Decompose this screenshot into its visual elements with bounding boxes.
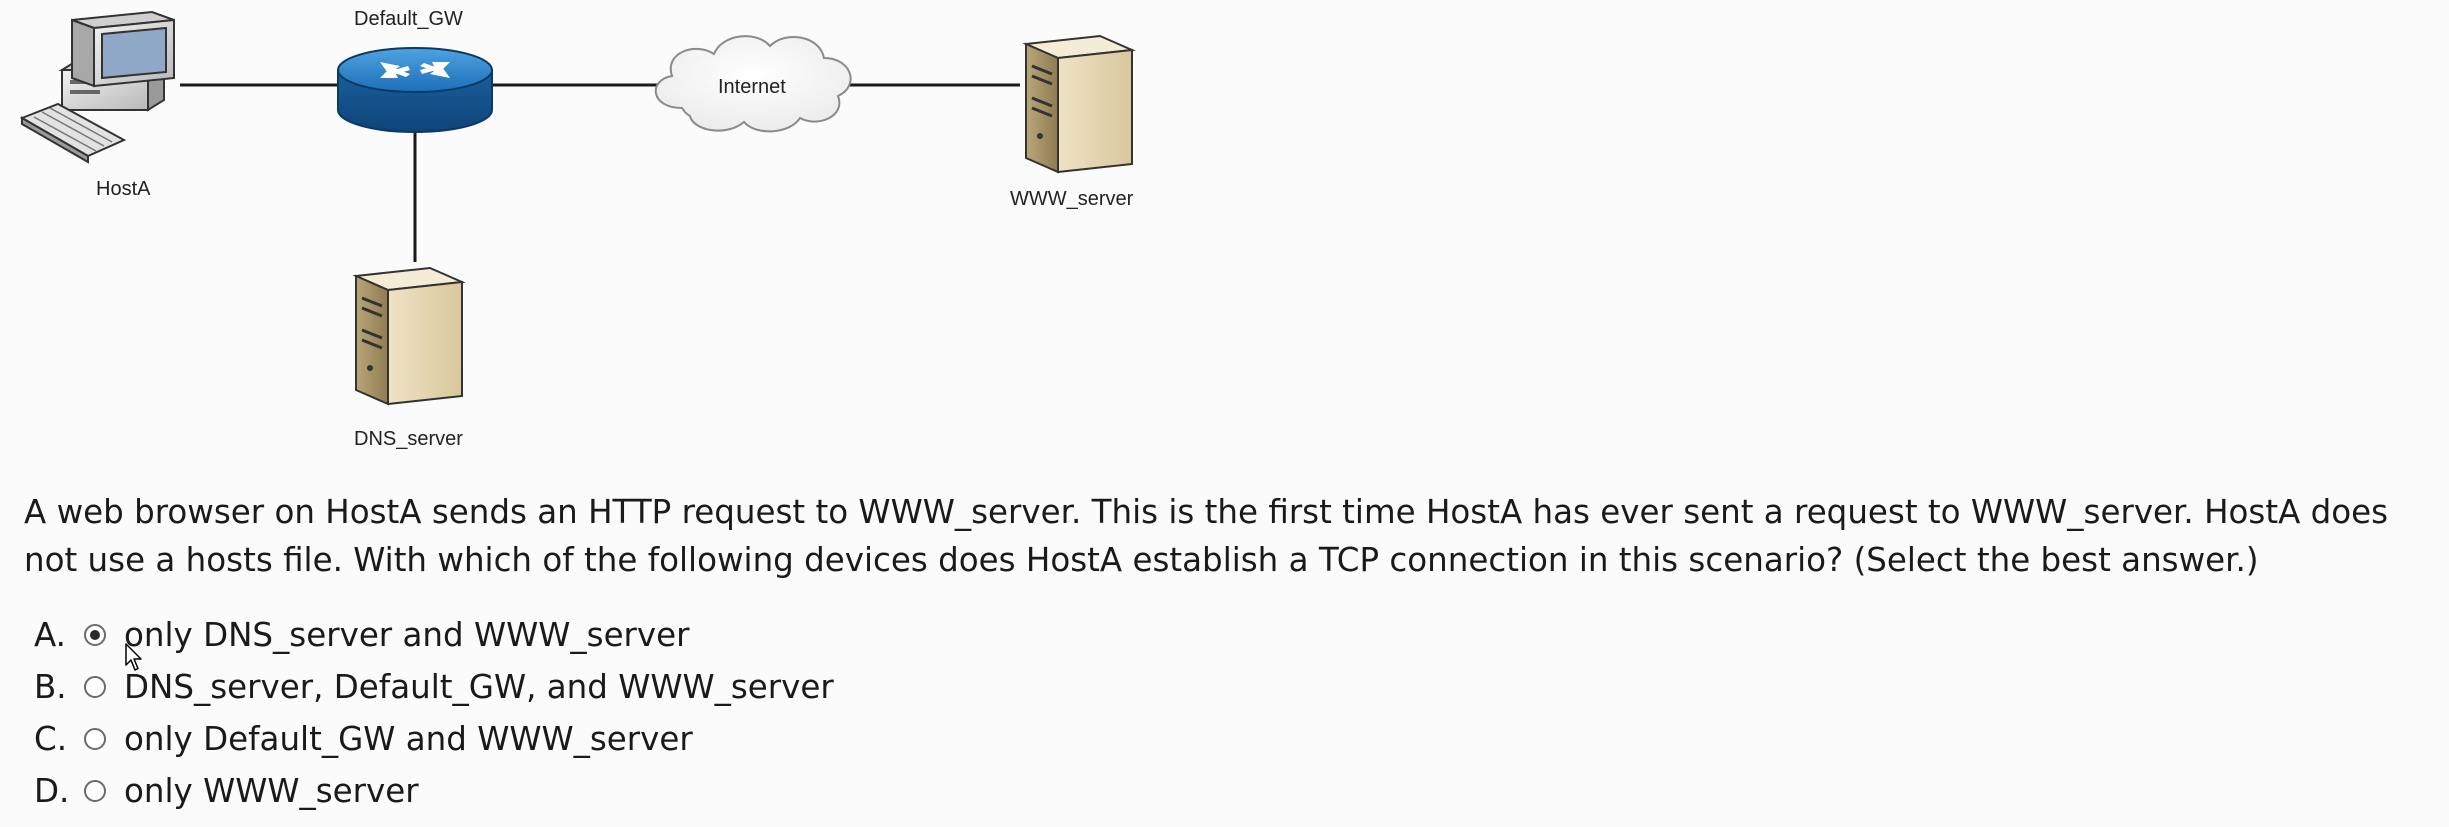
answer-text: only WWW_server [124, 772, 419, 810]
radio-button[interactable] [84, 728, 106, 750]
label-www-server: WWW_server [1010, 188, 1134, 210]
radio-button[interactable] [84, 676, 106, 698]
answer-text: DNS_server, Default_GW, and WWW_server [124, 668, 834, 706]
answer-letter: B. [34, 668, 67, 706]
answer-text: only Default_GW and WWW_server [124, 720, 693, 758]
answer-letter: C. [34, 720, 68, 758]
answer-option-c[interactable]: C. only Default_GW and WWW_server [34, 714, 693, 764]
mouse-cursor-icon [125, 643, 142, 671]
question-text: A web browser on HostA sends an HTTP req… [24, 493, 2389, 579]
pc-icon [19, 10, 175, 164]
dns-server-icon [352, 266, 466, 406]
answer-letter: D. [34, 772, 70, 810]
label-default-gw: Default_GW [354, 8, 463, 30]
answer-text: only DNS_server and WWW_server [124, 616, 690, 654]
router-icon [337, 47, 493, 133]
www-server-icon [1022, 34, 1136, 174]
label-internet: Internet [718, 76, 786, 98]
links [180, 83, 1020, 262]
label-dns-server: DNS_server [354, 428, 463, 450]
radio-button[interactable] [84, 780, 106, 802]
label-hosta: HostA [96, 178, 151, 200]
answer-option-a[interactable]: A. only DNS_server and WWW_server [34, 610, 690, 660]
answer-letter: A. [34, 616, 66, 654]
answer-option-d[interactable]: D. only WWW_server [34, 766, 419, 816]
answer-option-b[interactable]: B. DNS_server, Default_GW, and WWW_serve… [34, 662, 834, 712]
radio-button-selected[interactable] [84, 624, 106, 646]
network-diagram [19, 10, 1136, 406]
cloud-icon [654, 35, 852, 133]
